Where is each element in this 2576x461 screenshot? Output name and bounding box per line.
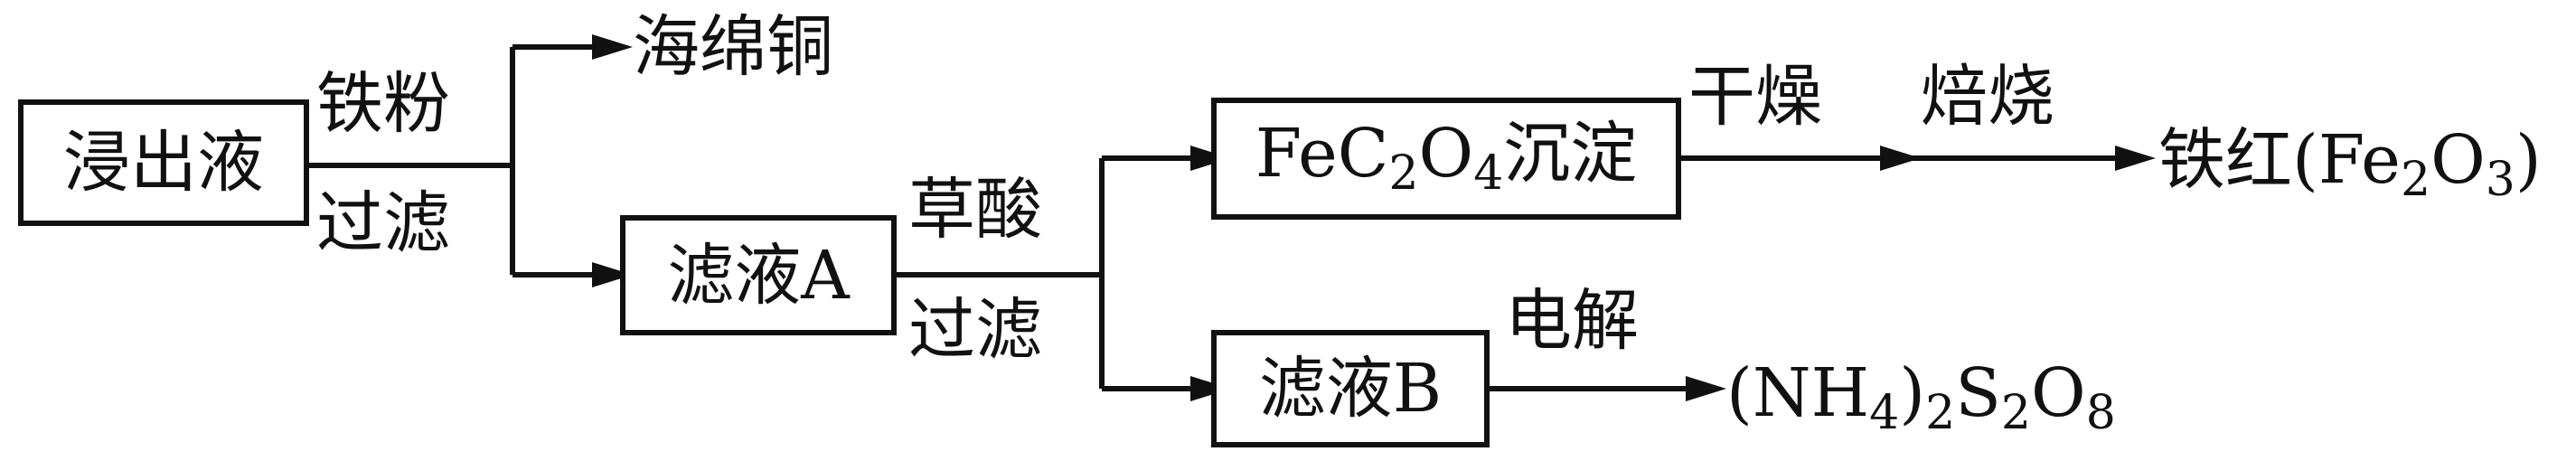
label-filter-2: 过滤	[908, 291, 1042, 369]
label-iron-powder: 铁粉	[316, 65, 450, 143]
arrowhead	[1190, 376, 1231, 401]
arrowhead	[1880, 146, 1921, 171]
label-filter-1: 过滤	[316, 184, 450, 262]
node-fec2o4: FeC2O4沉淀	[1211, 98, 1681, 220]
label-oxalic-acid: 草酸	[908, 171, 1042, 249]
node-iron-red: 铁红(Fe2O3)	[2158, 121, 2542, 207]
arrowhead	[1686, 376, 1726, 401]
node-filtrate-a: 滤液A	[620, 215, 897, 335]
node-filtrate-a-label: 滤液A	[667, 236, 850, 315]
node-fec2o4-label: FeC2O4沉淀	[1255, 115, 1638, 201]
node-filtrate-b: 滤液B	[1211, 330, 1490, 447]
node-filtrate-b-label: 滤液B	[1258, 350, 1443, 428]
arrowhead	[1190, 146, 1231, 171]
node-leachate: 浸出液	[18, 99, 309, 226]
arrowhead	[592, 34, 633, 60]
label-dry: 干燥	[1688, 58, 1822, 136]
label-electrolysis: 电解	[1505, 282, 1639, 360]
node-sponge-copper: 海绵铜	[633, 8, 833, 86]
arrowhead	[2115, 146, 2156, 171]
arrowhead	[592, 262, 633, 287]
node-persulfate: (NH4)2S2O8	[1726, 354, 2116, 440]
node-leachate-label: 浸出液	[63, 124, 264, 202]
label-roast: 焙烧	[1921, 58, 2054, 136]
